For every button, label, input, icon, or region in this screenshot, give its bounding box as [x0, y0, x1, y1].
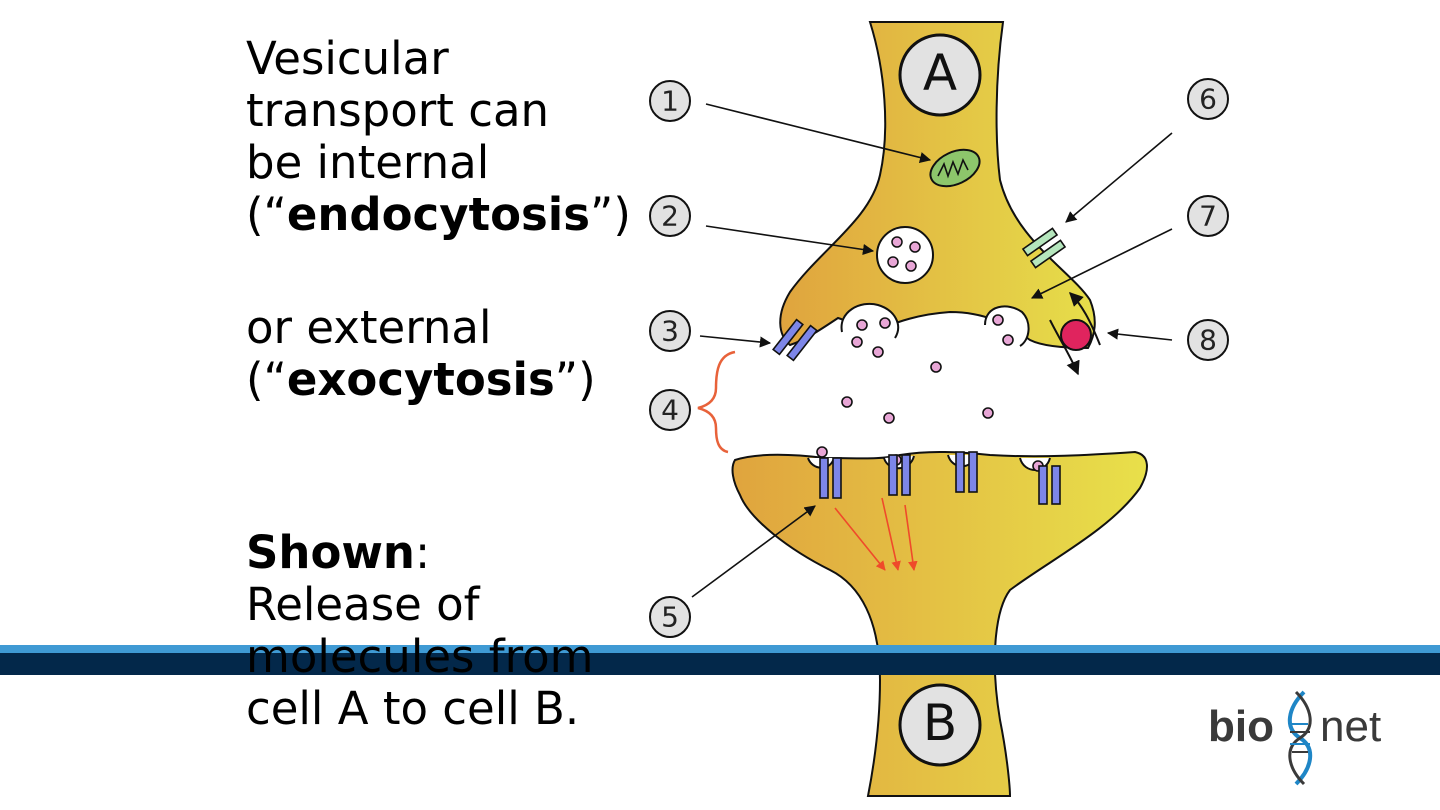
postsynaptic-receptors: [819, 451, 1061, 505]
neurotransmitter-molecules: [816, 314, 1044, 472]
p1-bold: endocytosis: [286, 188, 590, 241]
synaptic-vesicle-icon: [876, 226, 934, 284]
svg-text:2: 2: [661, 200, 679, 233]
svg-text:7: 7: [1199, 200, 1217, 233]
callout-6: 6: [1187, 78, 1229, 120]
dna-helix-icon: [1288, 690, 1312, 786]
svg-text:4: 4: [661, 394, 679, 427]
p1-end: ”): [590, 188, 631, 241]
cell-a-badge: [898, 33, 982, 117]
callout-3: 3: [649, 310, 691, 352]
bionet-logo: bio net: [1208, 688, 1398, 788]
cell-b-label: B: [923, 694, 957, 752]
p2-bold: exocytosis: [286, 353, 555, 406]
p2-end: ”): [554, 353, 596, 406]
p2-start: or external (“: [246, 301, 492, 406]
cell-a-label: A: [923, 44, 957, 102]
callout-7: 7: [1187, 195, 1229, 237]
signal-arrows: [834, 497, 918, 571]
mitochondrion-icon: [929, 148, 981, 188]
autoreceptor-icon: [772, 318, 818, 362]
cleft-bracket: [697, 350, 736, 454]
p3-colon: :: [414, 526, 431, 579]
paragraph-shown: Shown:Release of molecules from cell A t…: [246, 527, 596, 735]
ion-arrow-up: [1069, 292, 1101, 346]
footer-bar-light: [0, 645, 1440, 653]
paragraph-endocytosis: Vesicular transport can be internal (“en…: [246, 32, 631, 241]
transporter-icon: [1021, 227, 1067, 269]
paragraph-exocytosis: or external (“exocytosis”): [246, 302, 596, 406]
svg-text:5: 5: [661, 601, 679, 634]
cell-b-shape: [731, 450, 1148, 797]
callout-8: 8: [1187, 319, 1229, 361]
ion-arrow-down: [1049, 319, 1080, 376]
p1-start: Vesicular transport can be internal (“: [246, 32, 550, 241]
callout-5: 5: [649, 596, 691, 638]
release-site-left: [840, 302, 900, 339]
p3-rest: Release of molecules from cell A to cell…: [246, 578, 594, 735]
p3-bold: Shown: [246, 526, 415, 579]
callout-1: 1: [649, 80, 691, 122]
svg-text:8: 8: [1199, 324, 1217, 357]
svg-text:1: 1: [661, 85, 679, 118]
logo-text-net: net: [1320, 702, 1382, 751]
footer-bar-dark: [0, 653, 1440, 675]
leader-arrows: [691, 103, 1173, 598]
callout-2: 2: [649, 195, 691, 237]
cell-b-badge: [898, 683, 982, 767]
callout-4: 4: [649, 389, 691, 431]
logo-text-bio: bio: [1208, 702, 1274, 751]
ion-icon: [1060, 319, 1092, 351]
svg-text:3: 3: [661, 315, 679, 348]
svg-text:6: 6: [1199, 83, 1217, 116]
